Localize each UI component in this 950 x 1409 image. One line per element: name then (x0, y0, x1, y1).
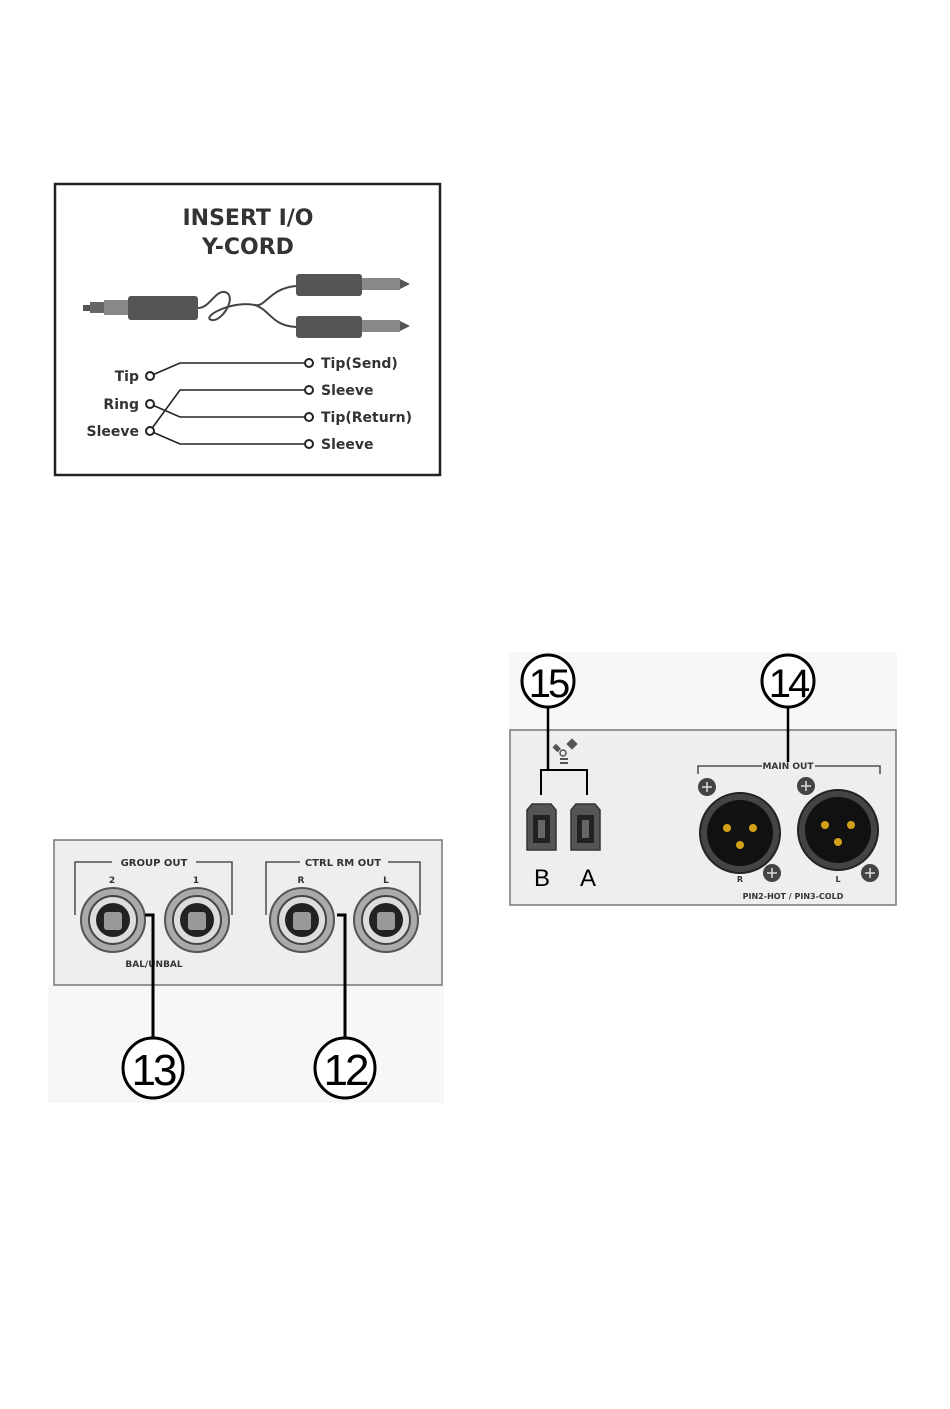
ctrl-ch-r-label: R (298, 876, 305, 886)
left-label-sleeve: Sleeve (87, 424, 140, 440)
right-label-sleeve-1: Sleeve (321, 383, 374, 399)
group-ch-2-label: 2 (109, 876, 115, 886)
group-ch-1-label: 1 (193, 876, 199, 886)
sleeve-send-terminal (305, 386, 313, 394)
screw-icon (861, 864, 879, 882)
firewire-b-label: B (534, 865, 550, 892)
ring-terminal (146, 400, 154, 408)
sleeve-return-terminal (305, 440, 313, 448)
xlr-r-label: R (737, 875, 743, 884)
right-label-tip-send: Tip(Send) (321, 356, 398, 372)
insert-title-line1: INSERT I/O (182, 206, 313, 231)
jack-ctrl-l[interactable] (354, 888, 418, 952)
tip-return-terminal (305, 413, 313, 421)
jack-group-2[interactable] (81, 888, 145, 952)
ctrl-ch-l-label: L (383, 876, 389, 886)
left-label-tip: Tip (115, 369, 139, 385)
jack-group-1[interactable] (165, 888, 229, 952)
callout-13-number: 13 (132, 1046, 176, 1095)
rear-panel-outputs: GROUP OUT 2 1 CTRL RM OUT R L (48, 840, 444, 1103)
callout-15-number: 15 (529, 662, 569, 706)
jack-ctrl-r[interactable] (270, 888, 334, 952)
screw-icon (763, 864, 781, 882)
right-label-sleeve-2: Sleeve (321, 437, 374, 453)
screw-icon (797, 777, 815, 795)
xlr-main-out-r[interactable] (700, 793, 780, 873)
sleeve-terminal (146, 427, 154, 435)
pin-config-label: PIN2-HOT / PIN3-COLD (743, 892, 844, 901)
firewire-a-label: A (580, 865, 596, 892)
group-out-label: GROUP OUT (121, 858, 188, 869)
insert-title-line2: Y-CORD (201, 235, 294, 260)
xlr-main-out-l[interactable] (798, 790, 878, 870)
right-label-tip-return: Tip(Return) (321, 410, 412, 426)
firewire-port-a[interactable] (571, 804, 600, 850)
tip-send-terminal (305, 359, 313, 367)
left-label-ring: Ring (103, 397, 139, 413)
ctrl-rm-out-label: CTRL RM OUT (305, 858, 381, 869)
rear-panel-main: 15 14 B A MAIN OUT (509, 652, 897, 905)
callout-12-number: 12 (324, 1046, 368, 1095)
tip-terminal (146, 372, 154, 380)
callout-area (48, 985, 444, 1103)
insert-y-cord-diagram: INSERT I/O Y-CORD (55, 184, 440, 475)
xlr-l-label: L (835, 875, 840, 884)
callout-14-number: 14 (769, 662, 810, 706)
screw-icon (698, 778, 716, 796)
firewire-port-b[interactable] (527, 804, 556, 850)
main-out-label: MAIN OUT (762, 762, 814, 772)
